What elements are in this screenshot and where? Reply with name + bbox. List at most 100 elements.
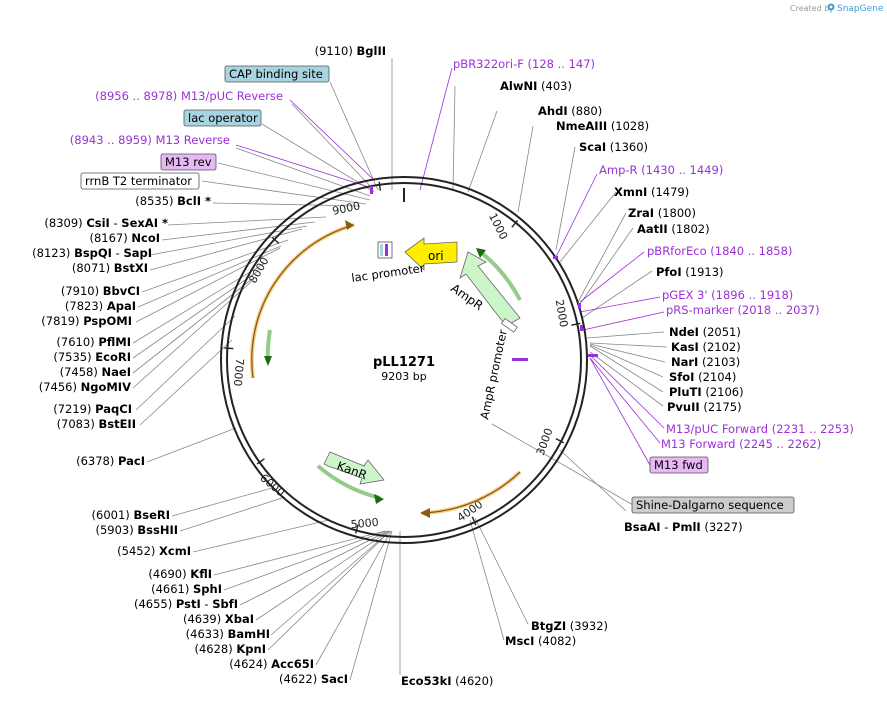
site-text: MscI (4082) [505,634,576,648]
site-label: (4661) SphI [151,582,222,596]
snapgene-logo-icon [827,3,835,11]
site-text: (8071) BstXI [72,261,148,275]
site-position: (3227) [704,520,742,534]
primer-range: (8943 .. 8959) [70,133,152,147]
site-text: (8309) CsiI - SexAI * [44,216,168,230]
primer-name: M13/pUC Forward [666,422,768,436]
site-position: (6001) [92,508,130,522]
site-name-2: PmlI [672,520,701,534]
site-text: NarI (2103) [671,355,740,369]
ring-tick-mark [511,219,519,228]
site-text: (4690) KflI [148,567,212,581]
site-text: (4655) PstI - SbfI [134,597,238,611]
site-text: PvuII (2175) [667,400,742,414]
primer-name: pRS-marker [666,303,734,317]
ring-tick-mark [555,437,565,444]
site-position: (1360) [610,140,648,154]
site-label: (5452) XcmI [117,544,191,558]
site-position: (1479) [651,185,689,199]
site-name: BstEII [98,417,136,431]
site-text: NdeI (2051) [669,325,741,339]
site-name: BglII [357,44,387,58]
site-position: (2175) [703,400,741,414]
ampr-promoter-box [500,317,518,333]
site-name: NaeI [102,365,131,379]
ring-tick-mark [378,181,382,191]
site-name: PspOMI [83,314,132,328]
site-position: (2104) [698,370,736,384]
site-name: AhdI [538,104,568,118]
site-position: (403) [541,79,572,93]
primer-name: M13 Forward [661,437,735,451]
site-text: (8123) BspQI - SapI [32,246,152,260]
site-position: (4082) [538,634,576,648]
site-label: (4624) Acc65I [229,657,314,671]
site-name: NarI [671,355,698,369]
ring-tick-label: 6000 [257,471,287,499]
site-name: PluTI [669,385,702,399]
primer-name: M13/pUC Reverse [181,89,283,103]
site-position: (880) [571,104,602,118]
site-name: Acc65I [271,657,314,671]
site-text: (7083) BstEII [57,417,136,431]
svg-text:Shine-Dalgarno sequence: Shine-Dalgarno sequence [636,498,784,512]
site-position: (1802) [671,222,709,236]
site-name: NcoI [131,231,160,245]
site-name: PacI [118,454,145,468]
primer-range: (2231 .. 2253) [772,422,854,436]
plasmid-name: pLL1271 [373,355,435,370]
site-position: (7219) [53,402,91,416]
site-position: (6378) [76,454,114,468]
feature-ori: ori [404,237,458,271]
site-text: XmnI (1479) [614,185,689,199]
site-label: (7610) PflMI [56,335,131,349]
site-name: BtgZI [531,619,566,633]
site-position: (8123) [32,246,70,260]
site-label: (4622) SacI [279,672,348,686]
site-name: MscI [505,634,534,648]
created-by-text: Created by [790,4,834,13]
primer-name: pGEX 3' [662,288,708,302]
site-position: (2102) [702,340,740,354]
svg-text:ori: ori [428,249,444,263]
site-label: (5903) BssHII [95,523,178,537]
site-label: (8071) BstXI [72,261,148,275]
site-position: (4620) [455,674,493,688]
feature-ampr: AmpR [448,251,521,327]
site-position: (9110) [315,44,353,58]
site-label: (7083) BstEII [57,417,136,431]
site-position: (7458) [60,365,98,379]
primer-range: (1840 .. 1858) [710,244,792,258]
primer-range: (8956 .. 8978) [95,89,177,103]
m13-rev: M13 rev [160,153,217,171]
site-name: NmeAIII [556,119,607,133]
site-position: (2103) [702,355,740,369]
ring-tick-label: 3000 [534,426,556,457]
site-text: (9110) BglII [315,44,386,58]
ring-tick-mark [471,516,477,526]
primer-name: M13 Reverse [156,133,230,147]
site-text: ZraI (1800) [628,206,696,220]
svg-text:M13 rev: M13 rev [165,155,212,169]
site-text: (7219) PaqCI [53,402,132,416]
site-text: (7819) PspOMI [41,314,132,328]
site-name: PflMI [98,335,131,349]
ring-tick-mark [256,458,265,465]
site-name: PstI [176,597,201,611]
site-name: BsaAI [624,520,661,534]
site-text: (6001) BseRI [92,508,170,522]
site-position: (2051) [703,325,741,339]
site-name: Eco53kI [401,674,452,688]
snapgene-brand: SnapGene [837,4,884,14]
site-text: (7610) PflMI [56,335,131,349]
site-position: (1800) [658,206,696,220]
site-text: AlwNI (403) [500,79,572,93]
lac-operator: lac operator [183,109,262,127]
site-position: (8535) [135,194,173,208]
site-position: (8309) [44,216,82,230]
svg-text:lac operator: lac operator [188,111,258,125]
site-text: Eco53kI (4620) [401,674,493,688]
site-label: (7535) EcoRI [53,350,131,364]
site-position: (7910) [61,284,99,298]
site-text: (7456) NgoMIV [39,380,131,394]
